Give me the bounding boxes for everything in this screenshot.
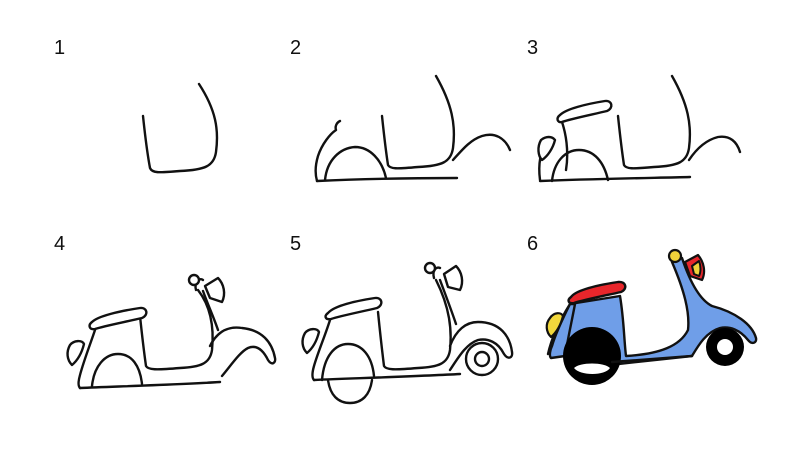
step-4-number: 4 xyxy=(54,233,66,255)
step-1-drawing xyxy=(141,82,219,174)
front-wheel xyxy=(563,327,621,385)
step-6-number: 6 xyxy=(527,233,539,255)
step-3-drawing xyxy=(537,74,742,183)
step-6-colored-scooter xyxy=(545,248,758,385)
step-2-drawing xyxy=(314,74,512,183)
step-2-number: 2 xyxy=(290,37,302,59)
step-1-number: 1 xyxy=(54,37,66,59)
step-3-number: 3 xyxy=(527,37,539,59)
handle-knob xyxy=(667,248,683,264)
step-5-drawing xyxy=(301,261,514,405)
seat xyxy=(567,280,627,305)
step-5-number: 5 xyxy=(290,233,302,255)
step-4-drawing xyxy=(66,273,277,390)
headlight xyxy=(545,312,565,339)
